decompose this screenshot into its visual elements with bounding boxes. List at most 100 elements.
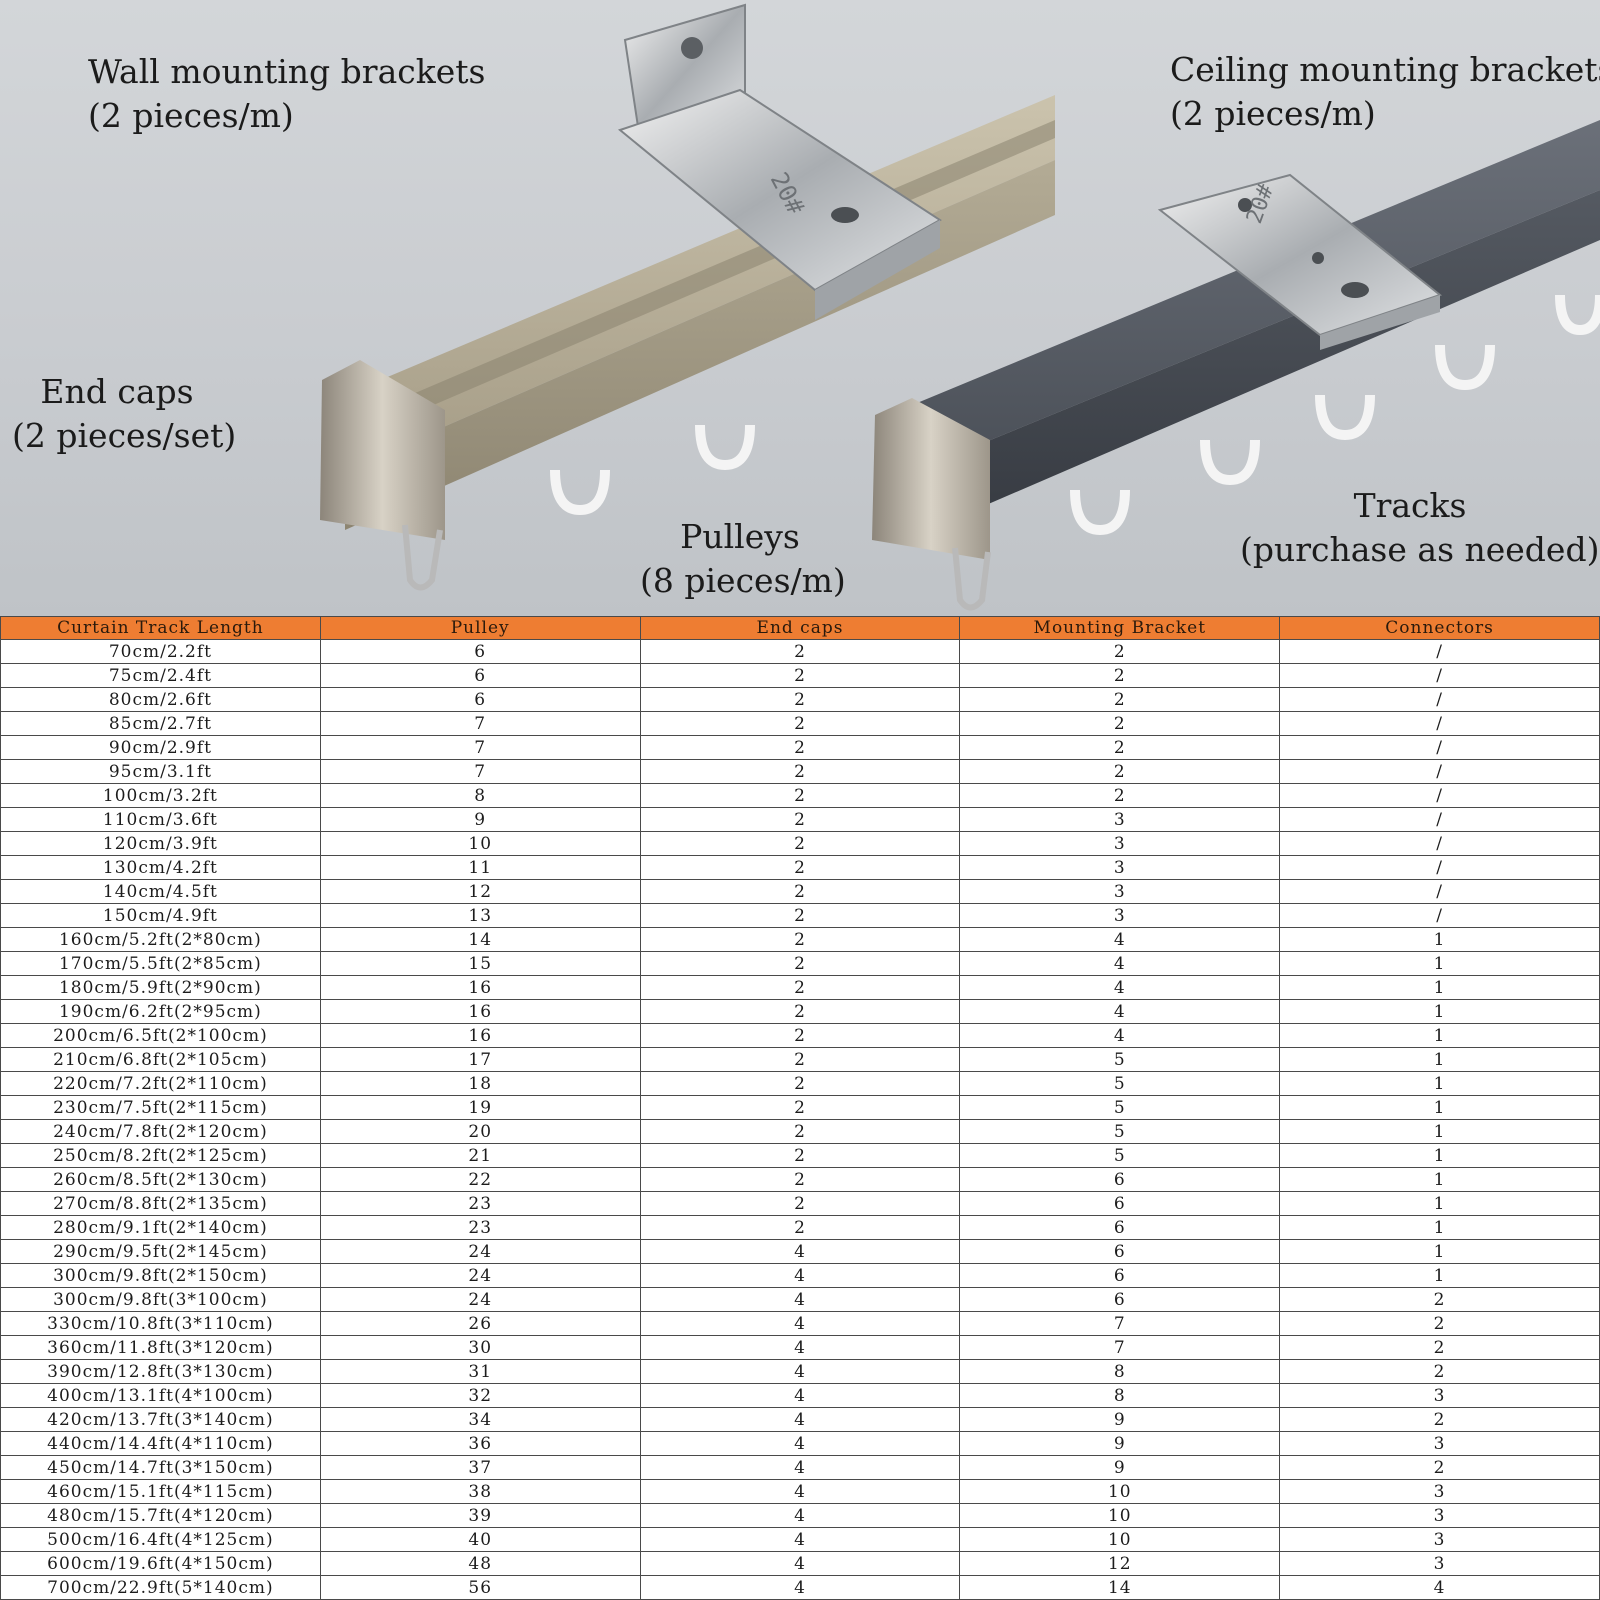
cell-bracket: 8 <box>959 1359 1281 1384</box>
cell-end-caps: 2 <box>639 639 961 664</box>
cell-connectors: 1 <box>1279 1095 1600 1120</box>
cell-connectors: 1 <box>1279 1167 1600 1192</box>
cell-length: 280cm/9.1ft(2*140cm) <box>0 1215 321 1240</box>
cell-connectors: 4 <box>1279 1575 1600 1600</box>
cell-length: 200cm/6.5ft(2*100cm) <box>0 1023 321 1048</box>
cell-pulley: 21 <box>319 1143 641 1168</box>
cell-connectors: / <box>1279 807 1600 832</box>
cell-connectors: 1 <box>1279 1143 1600 1168</box>
cell-end-caps: 4 <box>639 1311 961 1336</box>
cell-end-caps: 4 <box>639 1503 961 1528</box>
cell-end-caps: 2 <box>639 855 961 880</box>
cell-end-caps: 2 <box>639 783 961 808</box>
cell-bracket: 4 <box>959 951 1281 976</box>
cell-length: 460cm/15.1ft(4*115cm) <box>0 1479 321 1504</box>
cell-bracket: 8 <box>959 1383 1281 1408</box>
cell-bracket: 5 <box>959 1071 1281 1096</box>
cell-end-caps: 4 <box>639 1527 961 1552</box>
cell-end-caps: 2 <box>639 1047 961 1072</box>
product-illustration: 20# 20# Wall mounting brackets (2 piece <box>0 0 1600 616</box>
cell-bracket: 5 <box>959 1143 1281 1168</box>
cell-pulley: 20 <box>319 1119 641 1144</box>
cell-connectors: / <box>1279 855 1600 880</box>
cell-length: 440cm/14.4ft(4*110cm) <box>0 1431 321 1456</box>
cell-bracket: 3 <box>959 855 1281 880</box>
cell-length: 180cm/5.9ft(2*90cm) <box>0 975 321 1000</box>
cell-connectors: 1 <box>1279 1215 1600 1240</box>
cell-bracket: 5 <box>959 1119 1281 1144</box>
cell-pulley: 12 <box>319 879 641 904</box>
cell-length: 250cm/8.2ft(2*125cm) <box>0 1143 321 1168</box>
cell-connectors: 2 <box>1279 1359 1600 1384</box>
cell-length: 170cm/5.5ft(2*85cm) <box>0 951 321 976</box>
cell-pulley: 23 <box>319 1215 641 1240</box>
cell-bracket: 9 <box>959 1407 1281 1432</box>
cell-length: 400cm/13.1ft(4*100cm) <box>0 1383 321 1408</box>
cell-pulley: 7 <box>319 711 641 736</box>
cell-pulley: 7 <box>319 735 641 760</box>
cell-length: 420cm/13.7ft(3*140cm) <box>0 1407 321 1432</box>
cell-connectors: / <box>1279 879 1600 904</box>
cell-bracket: 2 <box>959 735 1281 760</box>
cell-bracket: 2 <box>959 759 1281 784</box>
cell-connectors: 1 <box>1279 999 1600 1024</box>
cell-length: 120cm/3.9ft <box>0 831 321 856</box>
cell-pulley: 6 <box>319 639 641 664</box>
cell-pulley: 22 <box>319 1167 641 1192</box>
cell-length: 330cm/10.8ft(3*110cm) <box>0 1311 321 1336</box>
cell-end-caps: 2 <box>639 663 961 688</box>
cell-pulley: 24 <box>319 1239 641 1264</box>
cell-connectors: / <box>1279 639 1600 664</box>
cell-pulley: 34 <box>319 1407 641 1432</box>
cell-bracket: 3 <box>959 903 1281 928</box>
grey-track: 20# <box>872 120 1600 611</box>
cell-length: 220cm/7.2ft(2*110cm) <box>0 1071 321 1096</box>
cell-length: 360cm/11.8ft(3*120cm) <box>0 1335 321 1360</box>
cell-bracket: 10 <box>959 1527 1281 1552</box>
cell-bracket: 6 <box>959 1167 1281 1192</box>
cell-pulley: 38 <box>319 1479 641 1504</box>
cell-end-caps: 2 <box>639 1071 961 1096</box>
cell-end-caps: 4 <box>639 1407 961 1432</box>
cell-end-caps: 4 <box>639 1383 961 1408</box>
cell-bracket: 3 <box>959 879 1281 904</box>
cell-pulley: 14 <box>319 927 641 952</box>
cell-end-caps: 4 <box>639 1455 961 1480</box>
cell-bracket: 4 <box>959 927 1281 952</box>
wall-bracket-label: Wall mounting brackets (2 pieces/m) <box>88 52 486 135</box>
cell-pulley: 32 <box>319 1383 641 1408</box>
cell-connectors: 1 <box>1279 975 1600 1000</box>
cell-pulley: 24 <box>319 1287 641 1312</box>
cell-connectors: / <box>1279 687 1600 712</box>
col-header-pulley: Pulley <box>319 616 641 640</box>
cell-length: 300cm/9.8ft(2*150cm) <box>0 1263 321 1288</box>
cell-bracket: 12 <box>959 1551 1281 1576</box>
cell-pulley: 6 <box>319 687 641 712</box>
cell-length: 230cm/7.5ft(2*115cm) <box>0 1095 321 1120</box>
cell-connectors: 1 <box>1279 1023 1600 1048</box>
cell-pulley: 16 <box>319 1023 641 1048</box>
cell-length: 130cm/4.2ft <box>0 855 321 880</box>
cell-length: 160cm/5.2ft(2*80cm) <box>0 927 321 952</box>
cell-bracket: 6 <box>959 1239 1281 1264</box>
cell-connectors: 1 <box>1279 1119 1600 1144</box>
cell-bracket: 4 <box>959 975 1281 1000</box>
tracks-label: Tracks (purchase as needed) <box>1240 486 1600 569</box>
cell-length: 480cm/15.7ft(4*120cm) <box>0 1503 321 1528</box>
cell-pulley: 31 <box>319 1359 641 1384</box>
